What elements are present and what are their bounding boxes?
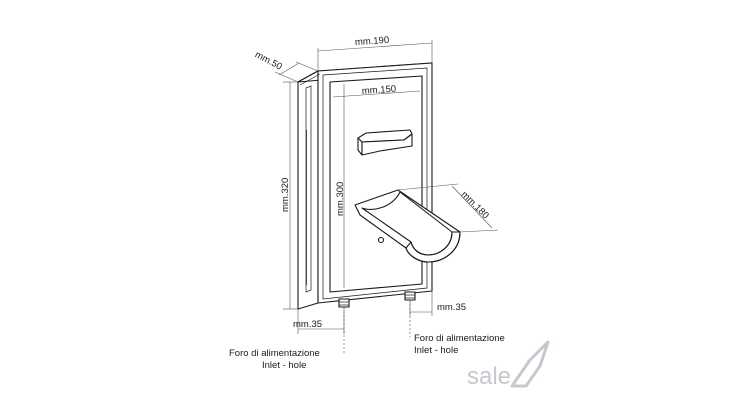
- dim-inlet-left-label: mm.35: [293, 319, 322, 330]
- dim-depth-label: mm.50: [253, 49, 284, 72]
- inlet-fitting-left: [338, 298, 350, 308]
- dim-inner-width-label: mm.150: [361, 84, 396, 97]
- logo-text: sale: [467, 363, 511, 390]
- callout-right-line1: Foro di alimentazione: [414, 333, 505, 344]
- logo-mark-icon: [510, 340, 550, 388]
- dim-inlet-right-label: mm.35: [437, 302, 466, 313]
- device-body: [297, 62, 433, 310]
- callout-left-line1: Foro di alimentazione: [229, 348, 320, 359]
- dim-width-label: mm.190: [355, 35, 390, 48]
- dim-inner-height-label: mm.300: [335, 182, 346, 216]
- dim-inlet-left: mm.35: [293, 307, 345, 334]
- control-lever[interactable]: [357, 129, 413, 156]
- dim-width: mm.190: [317, 35, 433, 71]
- callout-left: Foro di alimentazione Inlet - hole: [229, 307, 345, 371]
- inlet-fitting-right: [404, 291, 416, 301]
- dim-spout-label: mm.180: [459, 189, 491, 221]
- screw-hole: [377, 236, 385, 244]
- callout-left-line2: Inlet - hole: [262, 360, 306, 371]
- front-panel: [329, 75, 423, 293]
- side-slot: [305, 85, 312, 293]
- dim-height-label: mm.320: [280, 178, 291, 212]
- top-edge-line: [299, 73, 321, 86]
- dim-inlet-right: mm.35: [409, 291, 466, 316]
- side-face: [297, 70, 319, 310]
- front-inner-border: [322, 67, 428, 300]
- dim-height: mm.320: [280, 81, 298, 310]
- sale-logo: sale: [467, 340, 550, 390]
- callout-right-line2: Inlet - hole: [414, 345, 458, 356]
- dim-inner-width: mm.150: [332, 84, 421, 98]
- lever-body: [361, 133, 413, 156]
- callout-right: Foro di alimentazione Inlet - hole: [409, 300, 505, 356]
- dim-inner-height: mm.300: [335, 84, 346, 288]
